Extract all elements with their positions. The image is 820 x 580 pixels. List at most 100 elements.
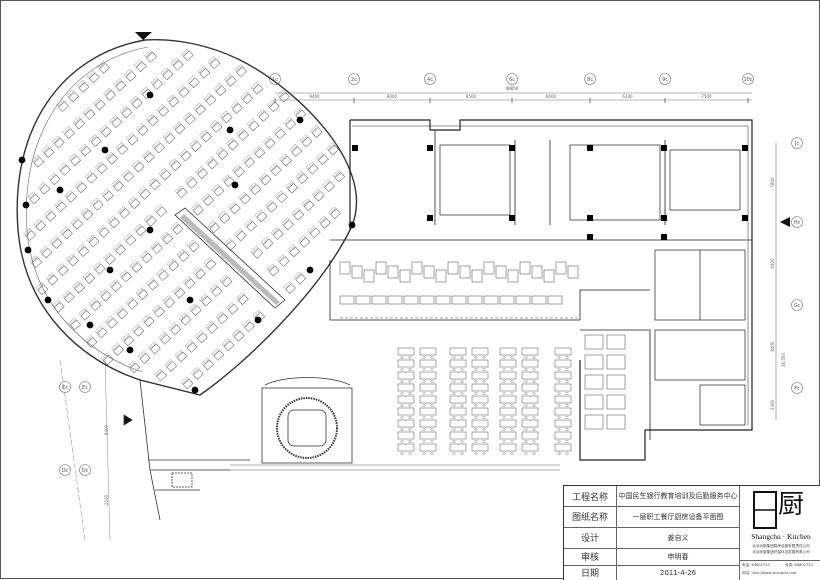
equipment-unit xyxy=(519,261,531,275)
chair xyxy=(205,320,214,329)
dining-table xyxy=(174,287,186,299)
dining-table xyxy=(141,252,153,264)
dining-table xyxy=(301,136,313,148)
main-building-walls xyxy=(329,119,753,461)
chair xyxy=(267,99,275,107)
chair xyxy=(82,271,91,279)
chair xyxy=(219,110,228,119)
company-logo-block: 厨 Shangchu · Kitchen 北京尚厨集团厨房设备有限责任公司 北京… xyxy=(739,486,820,580)
dining-table xyxy=(168,96,180,108)
chair xyxy=(532,368,536,372)
chair xyxy=(203,257,212,265)
equipment-unit xyxy=(483,295,499,305)
title-block: 工程名称 中国民生银行教育培训及后勤服务中心 图纸名称 一层职工餐厅厨房设备平面… xyxy=(563,485,820,580)
chair xyxy=(252,145,261,154)
dining-table xyxy=(47,274,59,286)
title-row-designer: 设计 姜自义 xyxy=(564,527,739,549)
chair xyxy=(565,452,569,456)
dining-table xyxy=(229,203,241,215)
dining-table xyxy=(499,383,517,392)
dining-table xyxy=(258,111,270,122)
chair xyxy=(422,368,426,372)
chair xyxy=(460,452,464,456)
dining-table xyxy=(72,219,84,230)
top-axis-label: 4c xyxy=(427,77,433,83)
dining-table xyxy=(252,84,264,95)
dining-table xyxy=(449,419,467,428)
left-axis-label: Dc xyxy=(82,468,89,474)
dining-table xyxy=(192,369,204,380)
chair xyxy=(408,380,412,384)
chair xyxy=(31,154,40,163)
dining-table xyxy=(154,306,165,318)
chair xyxy=(238,191,247,200)
dining-table xyxy=(99,63,110,74)
chair xyxy=(201,193,210,201)
chair xyxy=(146,277,154,286)
right-axis-circle xyxy=(791,382,803,394)
chair xyxy=(176,84,185,93)
chair xyxy=(279,153,288,162)
chair xyxy=(51,299,60,308)
chair xyxy=(565,440,569,444)
dining-table xyxy=(103,190,114,202)
dining-table xyxy=(419,407,437,416)
wall-column xyxy=(427,145,433,151)
chair xyxy=(309,125,318,133)
chair xyxy=(209,284,218,292)
entrance-arrow-icon xyxy=(135,32,152,40)
chair xyxy=(474,440,478,444)
dining-table xyxy=(554,419,572,428)
chair xyxy=(94,161,103,169)
drawing-name-label: 图纸名称 xyxy=(564,506,617,527)
chair xyxy=(502,428,506,432)
dining-table xyxy=(123,171,135,183)
chair xyxy=(422,392,426,396)
chair xyxy=(430,428,434,432)
chair xyxy=(35,282,44,290)
chair xyxy=(221,174,230,182)
wall-column xyxy=(661,145,667,151)
chair xyxy=(109,115,118,123)
chair xyxy=(408,416,412,420)
column xyxy=(146,226,154,234)
chair xyxy=(452,404,456,408)
chair xyxy=(66,89,75,98)
dining-table xyxy=(172,224,184,235)
dining-table xyxy=(254,147,266,159)
dining-table xyxy=(186,342,198,353)
wall-column xyxy=(587,215,593,221)
equipment-unit xyxy=(606,354,626,370)
dining-table xyxy=(176,351,188,363)
equipment-unit xyxy=(387,295,403,305)
chair xyxy=(400,440,404,444)
chair xyxy=(258,172,267,181)
dining-table xyxy=(419,443,437,452)
chair xyxy=(232,164,240,173)
column xyxy=(231,181,239,189)
dining-table xyxy=(74,282,85,294)
left-axis-label: Ec xyxy=(82,385,88,391)
chair xyxy=(199,129,208,138)
chair xyxy=(452,368,456,372)
column xyxy=(56,186,64,194)
dining-table xyxy=(311,127,323,138)
top-axis-label: 2c xyxy=(351,77,357,83)
left-axis-circle xyxy=(79,464,91,476)
fax: 传真: 64802710 xyxy=(785,563,813,567)
chair xyxy=(291,207,300,216)
oval-dining-hall xyxy=(16,32,358,396)
dining-table xyxy=(158,106,170,117)
chair xyxy=(332,169,341,178)
chair xyxy=(565,404,569,408)
dining-table xyxy=(111,117,122,128)
chair xyxy=(84,335,93,343)
top-axis-circle xyxy=(584,73,596,85)
right-dimension: 7800 xyxy=(770,177,775,188)
dining-table xyxy=(197,168,208,179)
dining-table xyxy=(207,158,219,170)
dining-table xyxy=(324,181,335,192)
dining-table xyxy=(184,278,196,289)
chair xyxy=(452,356,456,360)
